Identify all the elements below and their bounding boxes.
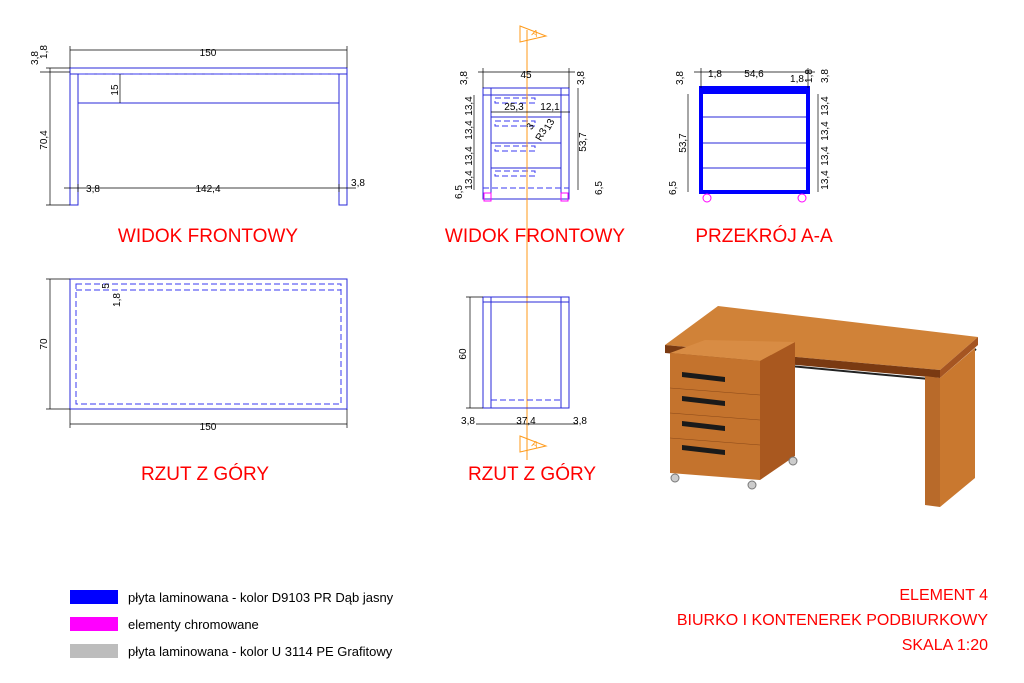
dim-section-side-left: 1,8 [708, 69, 722, 80]
section-mark-top: A [530, 27, 539, 38]
container-3d-handle-2 [682, 396, 725, 406]
dim-container-wheel-left: 6,5 [454, 185, 465, 199]
dim-container-r3: 13 [542, 117, 557, 133]
dim-container-d1: 25,3 [504, 102, 524, 113]
legend: płyta laminowana - kolor D9103 PR Dąb ja… [70, 590, 394, 659]
section-wheel-right [797, 193, 807, 203]
dim-desk-leg-left: 3,8 [86, 184, 100, 195]
wheel-right [560, 192, 569, 202]
dim-container-top-left: 3,8 [461, 416, 475, 427]
dim-container-top-right: 3,8 [576, 71, 587, 85]
desk-top-view: 70 150 5 1,8 RZUT Z GÓRY [39, 278, 348, 485]
container-3d-wheel-1 [670, 473, 680, 483]
dim-desk-leg-right: 3,8 [351, 178, 365, 189]
dim-container-height: 53,7 [578, 132, 589, 152]
dim-container-top-right: 3,8 [573, 416, 587, 427]
dim-section-h3: 13,4 [820, 146, 831, 166]
dim-section-height: 53,7 [678, 133, 689, 153]
dim-section-wheel: 6,5 [668, 181, 679, 195]
container-3d-wheel-3 [788, 456, 798, 466]
dim-desk-inner: 142,4 [195, 184, 220, 195]
container-3d-handle-1 [682, 372, 725, 382]
dim-desk-top-thk: 3,8 [30, 51, 41, 65]
dim-desktop-a: 5 [101, 283, 112, 289]
dim-container-top-inner: 37,4 [516, 416, 536, 427]
view-title-section: PRZEKRÓJ A-A [695, 225, 833, 247]
section-wheel-left [702, 193, 712, 203]
section-mark-bottom: A [530, 438, 539, 449]
view-title-container-top: RZUT Z GÓRY [468, 463, 596, 485]
dim-desktop-depth: 70 [39, 338, 50, 350]
dim-container-h2: 13,4 [464, 120, 475, 140]
dim-section-top-left: 3,8 [675, 71, 686, 85]
dim-desktop-b: 1,8 [112, 293, 123, 307]
handle-3 [494, 145, 536, 152]
dim-desk-top-small: 1,8 [39, 45, 50, 59]
dim-section-top-right: 3,8 [820, 69, 831, 83]
dim-container-width: 45 [520, 70, 532, 81]
section-mark-bottom-icon [519, 435, 548, 453]
dim-container-r1: 3 [525, 121, 538, 132]
dim-section-h2: 13,4 [820, 121, 831, 141]
legend-label-2: elementy chromowane [128, 617, 259, 632]
element-name: BIURKO I KONTENEREK PODBIURKOWY [677, 612, 988, 629]
dim-section-side-right: 1,8 [790, 74, 804, 85]
view-title-container-front: WIDOK FRONTOWY [445, 226, 625, 247]
legend-label-3: płyta laminowana - kolor U 3114 PE Grafi… [128, 644, 393, 659]
desk-top-board [69, 67, 348, 75]
dim-container-h1: 13,4 [464, 96, 475, 116]
dim-section-inner: 54,6 [744, 69, 764, 80]
handle-4 [494, 170, 536, 177]
legend-swatch-blue [70, 590, 118, 604]
dim-container-top-depth: 60 [458, 348, 469, 360]
dim-section-side-right-b: 1,8 [804, 69, 815, 83]
legend-swatch-gray [70, 644, 118, 658]
container-3d-side [760, 342, 795, 480]
dim-container-top-left: 3,8 [459, 71, 470, 85]
element-number: ELEMENT 4 [899, 587, 988, 604]
desk-right-leg [338, 73, 348, 206]
container-3d-handle-4 [682, 445, 725, 455]
dim-section-h4: 13,4 [820, 170, 831, 190]
section-outline [699, 86, 810, 194]
desk-3d-render [665, 306, 978, 507]
element-scale: SKALA 1:20 [902, 637, 988, 654]
view-title-desk-front: WIDOK FRONTOWY [118, 226, 298, 247]
section-a-a-view: 3,8 1,8 54,6 1,8 1,8 3,8 53,7 6,5 13,4 1… [668, 68, 833, 247]
dim-container-wheel-right: 6,5 [594, 181, 605, 195]
section-mark-top-icon [519, 25, 548, 43]
wheel-left [483, 192, 492, 202]
handle-2 [494, 120, 536, 127]
container-body [482, 87, 570, 200]
container-3d-handle-3 [682, 421, 725, 431]
dim-container-h4: 13,4 [464, 170, 475, 190]
desk-left-leg [69, 73, 79, 206]
section-top-board [701, 88, 808, 94]
dim-container-h3: 13,4 [464, 146, 475, 166]
legend-swatch-magenta [70, 617, 118, 631]
element-info: ELEMENT 4 BIURKO I KONTENEREK PODBIURKOW… [677, 587, 988, 654]
dim-desk-width: 150 [200, 48, 217, 59]
container-top-view: 60 3,8 37,4 3,8 A RZUT Z GÓRY [458, 296, 596, 485]
desk-front-view: 150 70,4 1,8 3,8 15 3,8 142,4 3,8 WIDOK … [30, 45, 365, 247]
container-front-view: A 45 3,8 3,8 25,3 12,1 3 R3 13 13,4 13,4… [445, 25, 625, 460]
legend-label-1: płyta laminowana - kolor D9103 PR Dąb ja… [128, 590, 394, 605]
dim-container-d2: 12,1 [540, 102, 560, 113]
desk-3d-top [665, 306, 978, 370]
handle-1 [494, 97, 536, 104]
desk-top-outline [69, 278, 348, 410]
container-top-outline [482, 296, 570, 409]
dim-desk-apron: 15 [110, 84, 121, 96]
view-title-desk-top: RZUT Z GÓRY [141, 463, 269, 485]
desk-3d-right-leg-side [940, 348, 975, 507]
dim-desk-height: 70,4 [39, 130, 50, 150]
desk-3d-right-leg-front [925, 376, 940, 507]
dim-desktop-width: 150 [200, 422, 217, 433]
container-3d-wheel-2 [747, 480, 757, 490]
dim-section-h1: 13,4 [820, 96, 831, 116]
